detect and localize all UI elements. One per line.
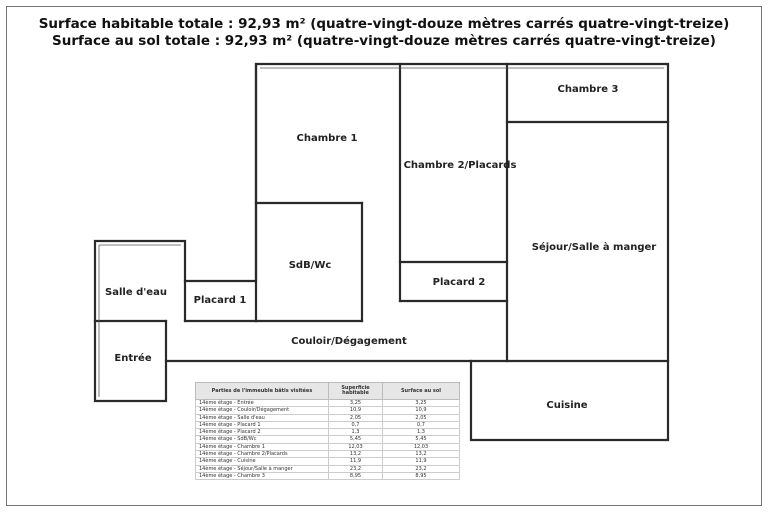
table-cell-habitable: 10,9 (328, 406, 383, 415)
room-label-sejour: Séjour/Salle à manger (532, 241, 657, 253)
page-frame (6, 6, 762, 506)
table-cell-part: 14ème étage - SdB/Wc (195, 435, 329, 444)
table-header: Superficie habitable (328, 382, 383, 400)
table-cell-part: 14ème étage - Chambre 1 (195, 442, 329, 452)
table-cell-part: 14ème étage - Chambre 3 (195, 471, 329, 481)
table-cell-part: 14ème étage - Chambre 2/Placards (195, 450, 329, 459)
table-cell-sol: 10,9 (382, 406, 460, 415)
room-label-chambre2: Chambre 2/Placards (404, 160, 517, 171)
table-cell-habitable: 1,3 (328, 428, 383, 437)
table-cell-sol: 11,9 (382, 457, 460, 466)
room-label-couloir: Couloir/Dégagement (291, 335, 407, 347)
table-cell-sol: 23,2 (382, 464, 460, 473)
table-cell-habitable: 23,2 (328, 464, 383, 473)
table-cell-sol: 2,05 (382, 413, 460, 422)
table-cell-habitable: 5,45 (328, 435, 383, 444)
table-cell-habitable: 3,25 (328, 398, 383, 408)
room-label-chambre1: Chambre 1 (297, 133, 358, 144)
table-cell-part: 14ème étage - Couloir/Dégagement (195, 406, 329, 415)
table-cell-sol: 3,25 (382, 398, 460, 408)
room-label-chambre3: Chambre 3 (558, 84, 619, 95)
table-cell-habitable: 8,95 (328, 471, 383, 481)
table-cell-habitable: 0,7 (328, 420, 383, 430)
living-area-title: Surface habitable totale : 92,93 m² (qua… (38, 16, 730, 32)
table-cell-part: 14ème étage - Entrée (195, 398, 329, 408)
table-cell-habitable: 13,2 (328, 450, 383, 459)
table-cell-habitable: 11,9 (328, 457, 383, 466)
room-label-entree: Entrée (114, 352, 151, 364)
table-cell-habitable: 12,03 (328, 442, 383, 452)
table-cell-sol: 0,7 (382, 420, 460, 430)
table-cell-part: 14ème étage - Placard 2 (195, 428, 329, 437)
table-header: Parties de l'immeuble bâtis visitées (195, 382, 329, 400)
room-label-salle-eau: Salle d'eau (105, 287, 167, 298)
table-cell-sol: 8,95 (382, 471, 460, 481)
room-label-placard2: Placard 2 (433, 277, 486, 288)
table-cell-sol: 1,3 (382, 428, 460, 437)
table-cell-sol: 12,03 (382, 442, 460, 452)
room-label-cuisine: Cuisine (546, 400, 587, 411)
table-header: Surface au sol (382, 382, 460, 400)
table-header-row: Parties de l'immeuble bâtis visitées Sup… (195, 382, 460, 400)
table-cell-part: 14ème étage - Séjour/Salle à manger (195, 464, 329, 473)
table-cell-sol: 13,2 (382, 450, 460, 459)
table-cell-part: 14ème étage - Salle d'eau (195, 413, 329, 422)
table-cell-part: 14ème étage - Cuisine (195, 457, 329, 466)
table-cell-part: 14ème étage - Placard 1 (195, 420, 329, 430)
table-cell-sol: 5,45 (382, 435, 460, 444)
area-table: Parties de l'immeuble bâtis visitées Sup… (195, 382, 460, 481)
room-label-sdb: SdB/Wc (289, 260, 332, 271)
table-cell-habitable: 2,05 (328, 413, 383, 422)
room-label-placard1: Placard 1 (194, 295, 247, 306)
floor-area-title: Surface au sol totale : 92,93 m² (quatre… (52, 33, 716, 49)
